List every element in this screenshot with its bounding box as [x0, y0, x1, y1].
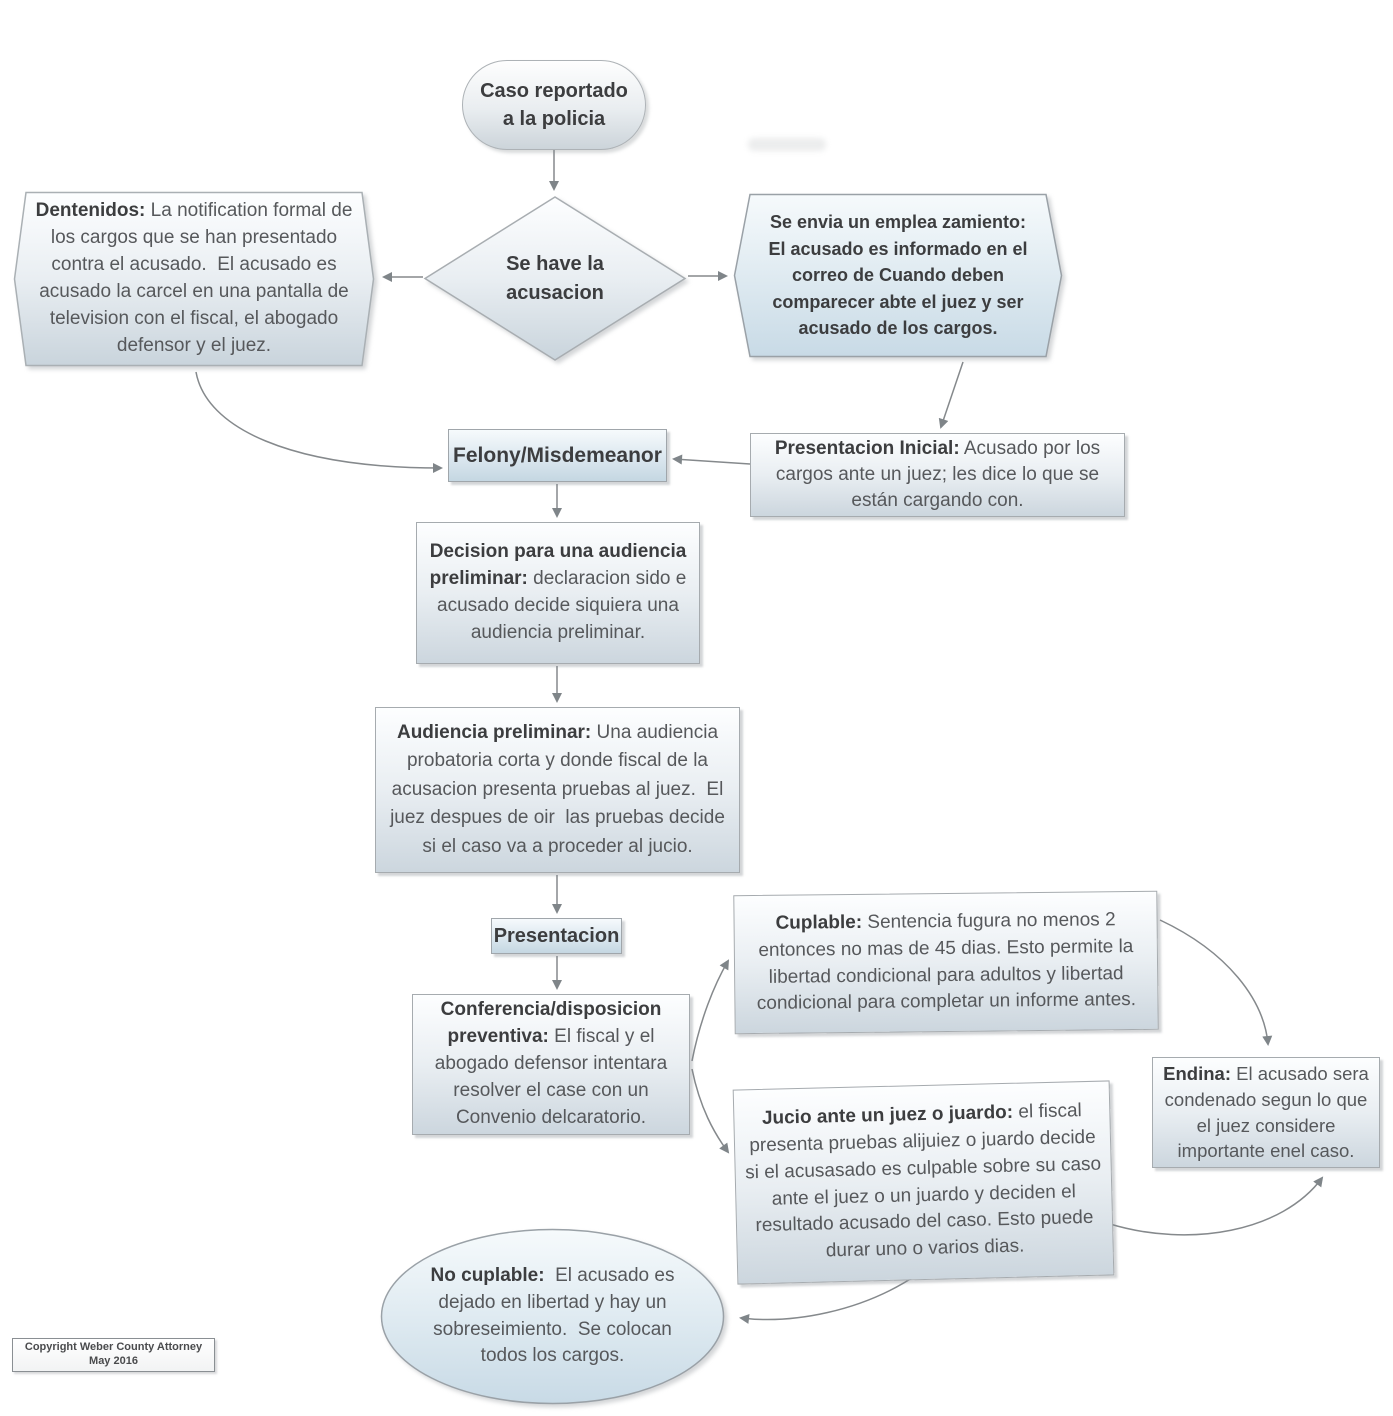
node-cuplable: Cuplable: Sentencia fugura no menos 2 en… — [733, 890, 1159, 1035]
node-se-have-la-acusacion-label: Se have la acusacion — [506, 253, 610, 304]
node-no-cuplable: No cuplable: El acusado es dejado en lib… — [380, 1228, 725, 1405]
diamond-shape — [423, 196, 687, 361]
node-jucio-text: Jucio ante un juez o juardo: el fiscal p… — [742, 1097, 1105, 1268]
node-audiencia-preliminar: Audiencia preliminar: Una audiencia prob… — [375, 707, 740, 873]
hexagon-shape — [13, 191, 375, 367]
node-caso-reportado: Caso reportado a la policia — [462, 60, 646, 150]
node-decision-audiencia-text: Decision para una audiencia preliminar: … — [425, 539, 691, 647]
node-no-cuplable-title: No cuplable: — [430, 1264, 545, 1286]
node-audiencia-preliminar-title: Audiencia preliminar: — [396, 721, 592, 743]
node-cuplable-text: Cuplable: Sentencia fugura no menos 2 en… — [744, 906, 1147, 1018]
node-presentacion-label: Presentacion — [493, 924, 620, 947]
copyright-label: Copyright Weber County Attorney May 2016 — [12, 1338, 215, 1372]
node-no-cuplable-text: No cuplable: El acusado es dejado en lib… — [414, 1263, 691, 1371]
node-decision-audiencia-body: declaracion sido e acusado decide siquie… — [437, 568, 692, 643]
node-audiencia-preliminar-text: Audiencia preliminar: Una audiencia prob… — [386, 719, 729, 862]
node-cuplable-title: Cuplable: — [775, 911, 863, 934]
node-decision-audiencia-title: Decision para una audiencia preliminar: — [429, 541, 692, 590]
ellipse-shape — [380, 1228, 725, 1405]
node-dentenidos-title: Dentenidos: — [35, 200, 146, 222]
node-endina: Endina: El acusado sera condenado segun … — [1152, 1057, 1380, 1168]
arrow-emplazamiento-to-presentacion-inicial — [938, 361, 964, 429]
node-endina-body: El acusado sera condenado segun lo que e… — [1164, 1062, 1374, 1162]
node-felony-misdemeanor-label: Felony/Misdemeanor — [453, 443, 662, 467]
node-emplazamiento: Se envia un emplea zamiento: El acusado … — [733, 193, 1063, 358]
node-endina-text: Endina: El acusado sera condenado segun … — [1159, 1061, 1373, 1165]
arrow-jucio-to-endina — [1109, 1176, 1324, 1236]
scan-artifact — [748, 138, 826, 151]
node-jucio-title: Jucio ante un juez o juardo: — [761, 1101, 1014, 1129]
node-conferencia-title: Conferencia/disposicion preventiva: — [440, 999, 667, 1048]
node-se-have-la-acusacion: Se have la acusacion — [423, 195, 687, 362]
arrow-presentacion-inicial-to-felony — [672, 454, 751, 465]
node-presentacion-inicial-title: Presentacion Inicial: — [774, 437, 960, 459]
node-dentenidos-body: La notification formal de los cargos que… — [39, 200, 358, 356]
node-conferencia-body: El fiscal y el abogado defensor intentar… — [434, 1026, 673, 1128]
arrow-cuplable-to-endina — [1159, 919, 1273, 1046]
node-felony-misdemeanor: Felony/Misdemeanor — [448, 429, 667, 482]
node-dentenidos-text: Dentenidos: La notification formal de lo… — [29, 198, 359, 360]
node-presentacion-inicial: Presentacion Inicial: Acusado por los ca… — [750, 433, 1125, 517]
arrow-dentenidos-to-felony — [195, 371, 443, 473]
node-endina-title: Endina: — [1163, 1062, 1232, 1084]
node-emplazamiento-label: Se envia un emplea zamiento: El acusado … — [768, 211, 1033, 339]
node-presentacion-inicial-body: Acusado por los cargos ante un juez; les… — [775, 437, 1106, 512]
node-conferencia: Conferencia/disposicion preventiva: El f… — [412, 994, 690, 1135]
arrow-conferencia-to-cuplable — [691, 959, 730, 1062]
node-presentacion-inicial-text: Presentacion Inicial: Acusado por los ca… — [759, 436, 1116, 515]
node-jucio: Jucio ante un juez o juardo: el fiscal p… — [732, 1080, 1115, 1285]
hexagon-shape — [733, 193, 1063, 358]
node-audiencia-preliminar-body: Una audiencia probatoria corta y donde f… — [390, 721, 731, 857]
node-decision-audiencia: Decision para una audiencia preliminar: … — [416, 522, 700, 664]
node-presentacion: Presentacion — [491, 918, 622, 954]
node-dentenidos: Dentenidos: La notification formal de lo… — [13, 191, 375, 367]
node-no-cuplable-body: El acusado es dejado en libertad y hay u… — [433, 1264, 680, 1367]
node-conferencia-text: Conferencia/disposicion preventiva: El f… — [419, 997, 683, 1132]
node-caso-reportado-label: Caso reportado a la policia — [480, 79, 634, 130]
arrow-conferencia-to-jucio — [691, 1068, 730, 1154]
